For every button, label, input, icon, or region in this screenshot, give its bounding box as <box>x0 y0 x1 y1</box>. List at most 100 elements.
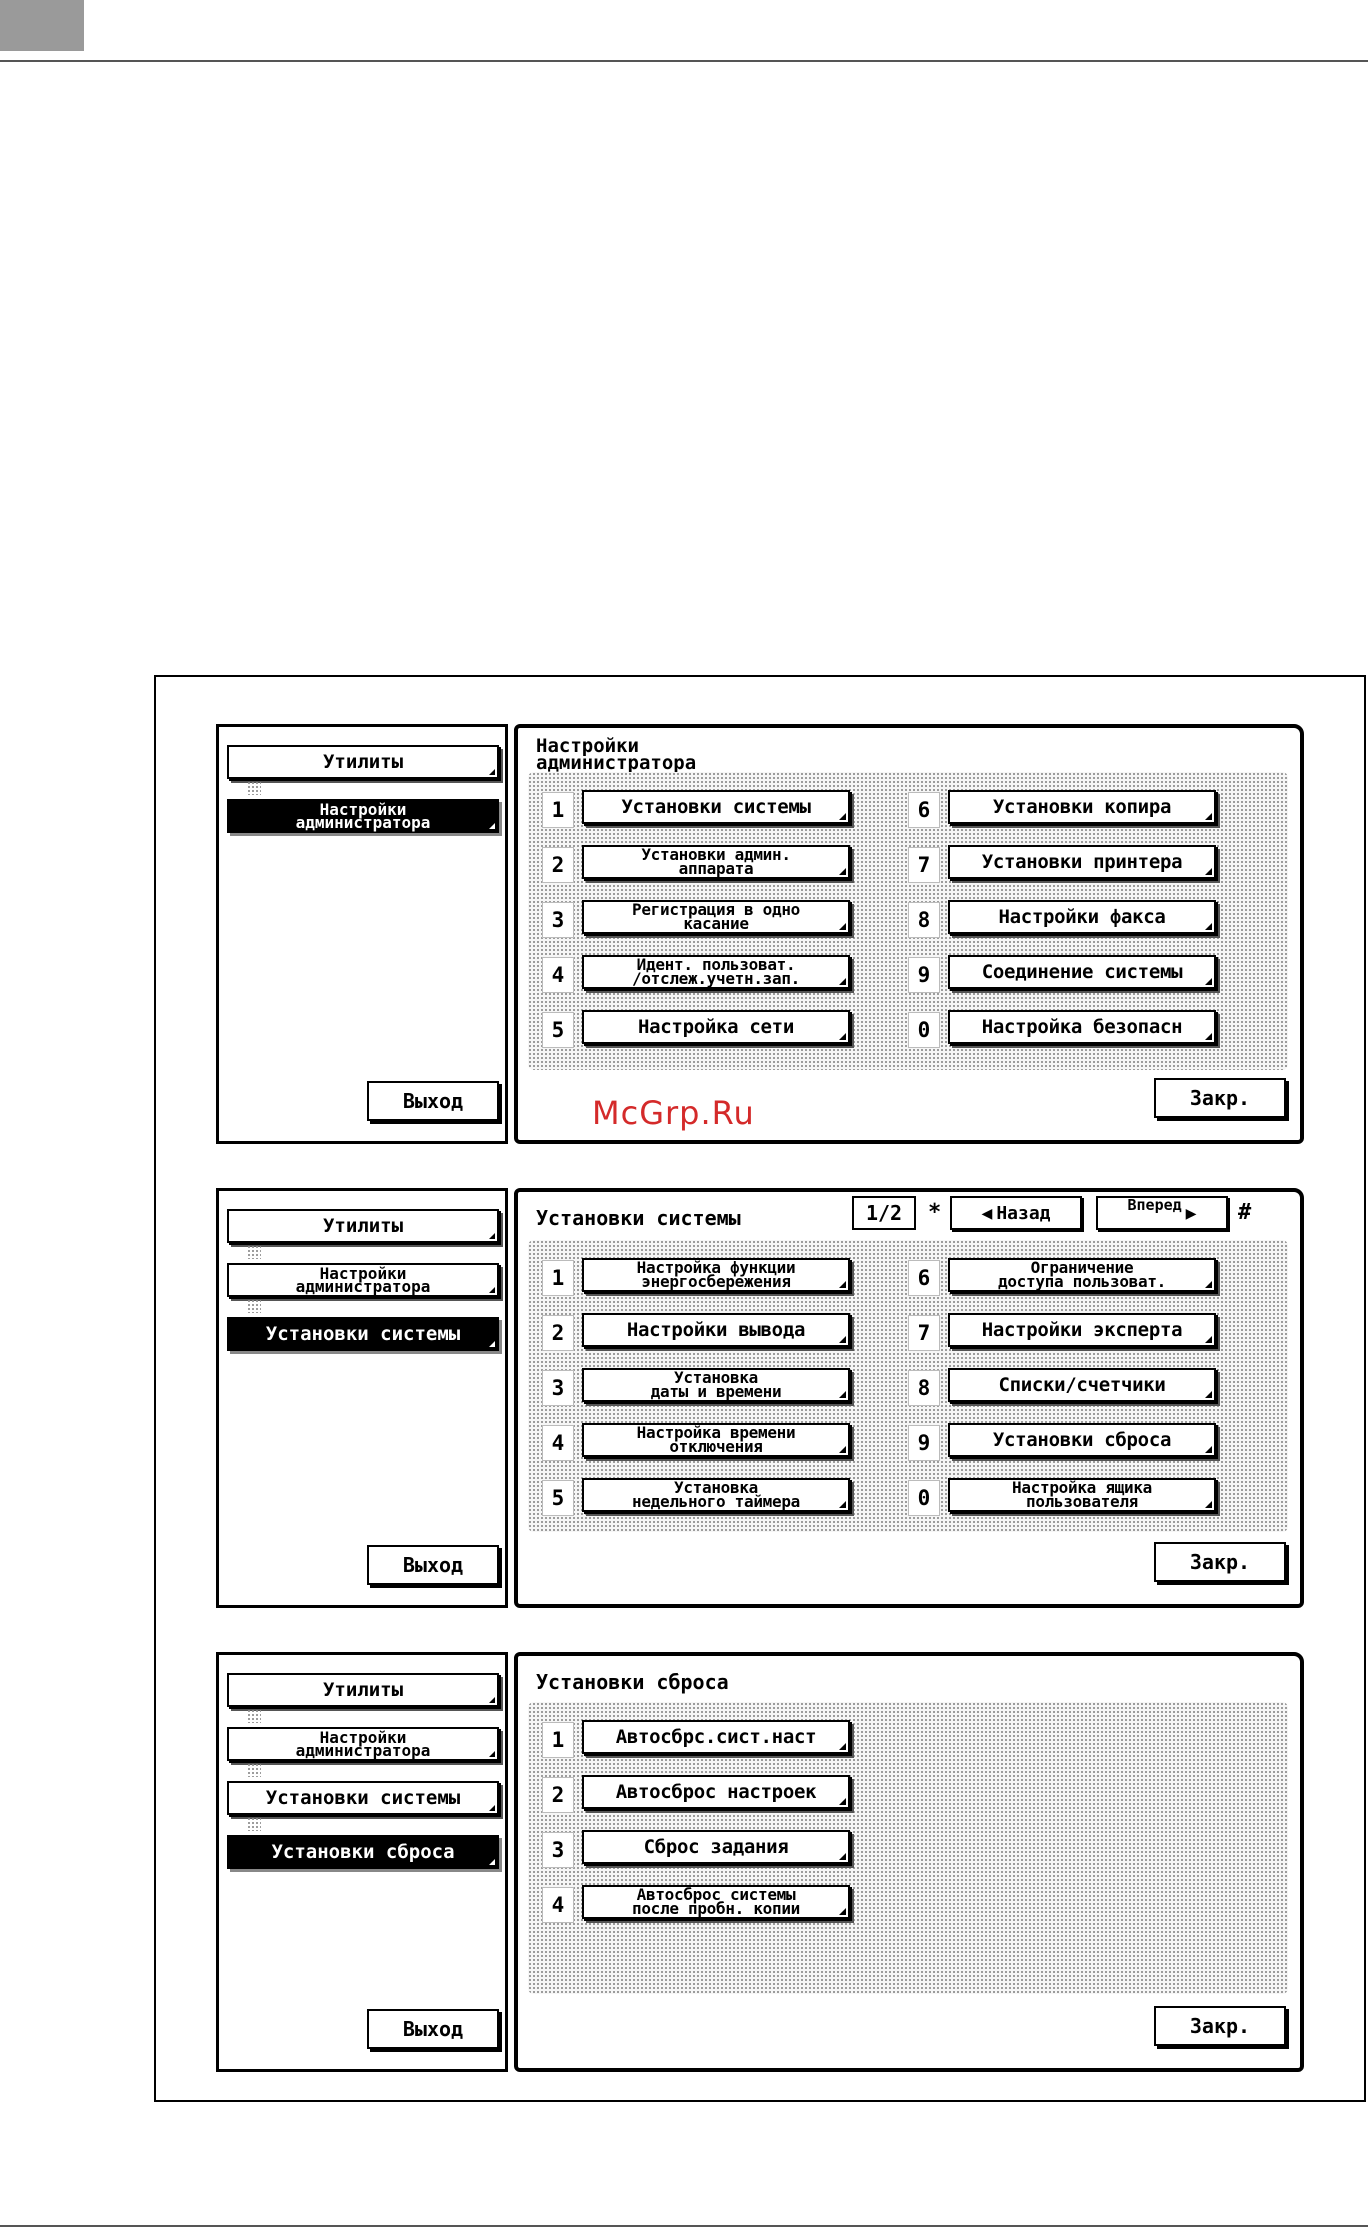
item-number: 4 <box>542 1425 574 1461</box>
watermark-text: McGrp.Ru <box>592 1094 755 1132</box>
item-number: 9 <box>908 1425 940 1461</box>
menu-item-button[interactable]: Настройки вывода <box>582 1313 850 1347</box>
breadcrumb-utilities-button[interactable]: Утилиты <box>227 745 499 779</box>
close-button[interactable]: Закр. <box>1154 1078 1286 1118</box>
breadcrumb-connector <box>247 1709 261 1723</box>
menu-item-button[interactable]: Автосбрс.сист.наст <box>582 1720 850 1754</box>
breadcrumb-utilities-button[interactable]: Утилиты <box>227 1673 499 1707</box>
panel-title: Установки сброса <box>536 1670 729 1694</box>
item-number: 0 <box>908 1480 940 1516</box>
menu-item-button[interactable]: Установки копира <box>948 790 1216 824</box>
menu-item-button[interactable]: Настройки факса <box>948 900 1216 934</box>
exit-button[interactable]: Выход <box>367 1545 499 1585</box>
arrow-right-icon: ▶ <box>1185 1202 1197 1224</box>
breadcrumb-connector <box>247 1299 261 1313</box>
menu-item-button[interactable]: Настройки эксперта <box>948 1313 1216 1347</box>
forward-label: Вперед <box>1127 1196 1182 1214</box>
exit-button[interactable]: Выход <box>367 1081 499 1121</box>
page-indicator: 1/2 <box>852 1196 916 1230</box>
menu-item-button[interactable]: Соединение системы <box>948 955 1216 989</box>
item-number: 7 <box>908 1315 940 1351</box>
item-number: 1 <box>542 1722 574 1758</box>
menu-item-button[interactable]: Сброс задания <box>582 1830 850 1864</box>
breadcrumb-connector <box>247 1763 261 1777</box>
menu-item-button[interactable]: Настройка безопасн <box>948 1010 1216 1044</box>
menu-item-button[interactable]: Настройка функции энергосбережения <box>582 1258 850 1292</box>
breadcrumb-admin-settings-button[interactable]: Настройки администратора <box>227 799 499 833</box>
item-number: 2 <box>542 1777 574 1813</box>
menu-item-button[interactable]: Установка недельного таймера <box>582 1478 850 1512</box>
breadcrumb-utilities-button[interactable]: Утилиты <box>227 1209 499 1243</box>
breadcrumb-reset-settings-button[interactable]: Установки сброса <box>227 1835 499 1869</box>
item-number: 3 <box>542 902 574 938</box>
item-number: 6 <box>908 1260 940 1296</box>
menu-item-button[interactable]: Списки/счетчики <box>948 1368 1216 1402</box>
menu-item-button[interactable]: Автосброс системы после пробн. копии <box>582 1885 850 1919</box>
back-key-hint: * <box>928 1200 942 1225</box>
breadcrumb-admin-settings-button[interactable]: Настройки администратора <box>227 1263 499 1297</box>
header-rule <box>0 60 1368 62</box>
breadcrumb-connector <box>247 1817 261 1831</box>
item-number: 1 <box>542 1260 574 1296</box>
breadcrumb-system-settings-button[interactable]: Установки системы <box>227 1781 499 1815</box>
close-button[interactable]: Закр. <box>1154 2006 1286 2046</box>
menu-item-button[interactable]: Настройка времени отключения <box>582 1423 850 1457</box>
panel-title: Установки системы <box>536 1206 741 1230</box>
back-label: Назад <box>996 1202 1051 1224</box>
menu-item-button[interactable]: Ограничение доступа пользоват. <box>948 1258 1216 1292</box>
menu-item-button[interactable]: Идент. пользоват. /отслеж.учетн.зап. <box>582 955 850 989</box>
item-number: 3 <box>542 1370 574 1406</box>
item-number: 3 <box>542 1832 574 1868</box>
menu-item-button[interactable]: Настройка сети <box>582 1010 850 1044</box>
item-number: 9 <box>908 957 940 993</box>
menu-item-button[interactable]: Настройка ящика пользователя <box>948 1478 1216 1512</box>
breadcrumb-admin-settings-button[interactable]: Настройки администратора <box>227 1727 499 1761</box>
figure-frame <box>154 675 1366 2102</box>
footer-rule <box>0 2225 1368 2227</box>
panel-title: Настройки администратора <box>536 735 697 774</box>
menu-item-button[interactable]: Регистрация в одно касание <box>582 900 850 934</box>
forward-button[interactable]: Вперед▶ <box>1096 1196 1228 1230</box>
breadcrumb-system-settings-button[interactable]: Установки системы <box>227 1317 499 1351</box>
back-button[interactable]: ◀Назад <box>950 1196 1082 1230</box>
item-number: 2 <box>542 1315 574 1351</box>
item-number: 4 <box>542 957 574 993</box>
menu-item-button[interactable]: Автосброс настроек <box>582 1775 850 1809</box>
item-number: 5 <box>542 1012 574 1048</box>
item-number: 2 <box>542 847 574 883</box>
menu-item-button[interactable]: Установки системы <box>582 790 850 824</box>
arrow-left-icon: ◀ <box>981 1202 993 1224</box>
menu-item-button[interactable]: Установка даты и времени <box>582 1368 850 1402</box>
close-button[interactable]: Закр. <box>1154 1542 1286 1582</box>
breadcrumb-connector <box>247 1245 261 1259</box>
page-corner-tab <box>0 0 84 51</box>
breadcrumb-connector <box>247 781 261 795</box>
item-number: 5 <box>542 1480 574 1516</box>
menu-item-button[interactable]: Установки сброса <box>948 1423 1216 1457</box>
menu-item-button[interactable]: Установки принтера <box>948 845 1216 879</box>
exit-button[interactable]: Выход <box>367 2009 499 2049</box>
menu-item-button[interactable]: Установки админ. аппарата <box>582 845 850 879</box>
